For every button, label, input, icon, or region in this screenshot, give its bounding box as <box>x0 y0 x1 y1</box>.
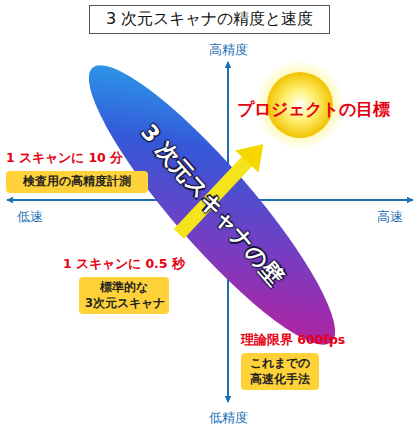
callout-box: 標準的な 3次元スキャナ <box>79 277 169 314</box>
axis-label: 高速 <box>377 209 403 226</box>
goal-circle: プロジェクトの目標 <box>232 68 402 144</box>
callout-heading: 1 スキャンに 10 分 <box>6 150 123 167</box>
axis-label: 低速 <box>17 209 43 226</box>
arrow-head <box>235 144 263 172</box>
annotation-box: 1 スキャンに 0.5 秒標準的な 3次元スキャナ <box>63 256 185 314</box>
axis-label: 高精度 <box>209 42 248 59</box>
callout-box: 検査用の高精度計測 <box>6 171 148 193</box>
callout-heading: 1 スキャンに 0.5 秒 <box>63 256 185 273</box>
chart-title: 3 次元スキャナの精度と速度 <box>89 5 330 34</box>
annotation-box: 理論限界 600fps これまでの 高速化手法 <box>241 332 345 390</box>
callout-heading: 理論限界 600fps <box>241 332 345 349</box>
goal-label: プロジェクトの目標 <box>237 98 390 121</box>
wall-ellipse-shape <box>62 41 361 368</box>
annotation-box: 1 スキャンに 10 分検査用の高精度計測 <box>6 150 148 193</box>
axis-label: 低精度 <box>209 410 248 427</box>
callout-box: これまでの 高速化手法 <box>241 353 319 390</box>
